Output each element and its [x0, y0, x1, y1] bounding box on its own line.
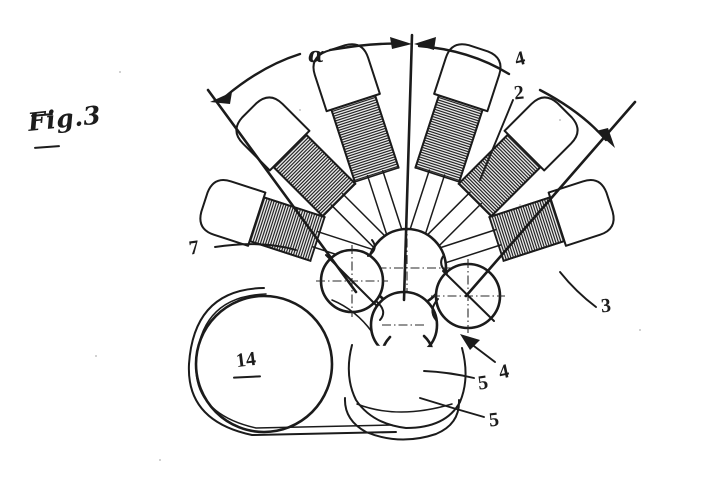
paper-speckles — [95, 71, 641, 461]
arrowhead-alpha-right — [390, 37, 412, 49]
leader-5-upper — [423, 370, 475, 379]
leader-5-lower — [419, 397, 485, 418]
reference-numeral-14: 14 — [234, 347, 258, 373]
vertical-centerline — [402, 33, 414, 302]
cylinder-left-inner — [312, 43, 409, 255]
cylinder-right-middle — [412, 96, 579, 261]
leader-2 — [479, 99, 514, 181]
cylinder-right-inner — [403, 43, 502, 254]
angle-symbol-alpha: α — [308, 42, 325, 67]
drive-belt — [187, 287, 397, 436]
leader-3 — [559, 271, 597, 308]
crank-circle-right — [431, 259, 505, 333]
cylinder-right-outer — [420, 179, 615, 270]
arrowhead-4-bottom — [460, 334, 480, 350]
crankcase-housing — [343, 344, 467, 441]
arrowhead-right-outer — [596, 128, 615, 148]
leader-7 — [214, 243, 297, 251]
radial-line-left — [206, 88, 358, 294]
angle-arc-alpha-left — [224, 52, 302, 98]
arrowhead-right-inner — [414, 37, 436, 50]
arrowhead-alpha-left — [210, 92, 232, 104]
reference-numeral-3: 3 — [600, 294, 612, 318]
